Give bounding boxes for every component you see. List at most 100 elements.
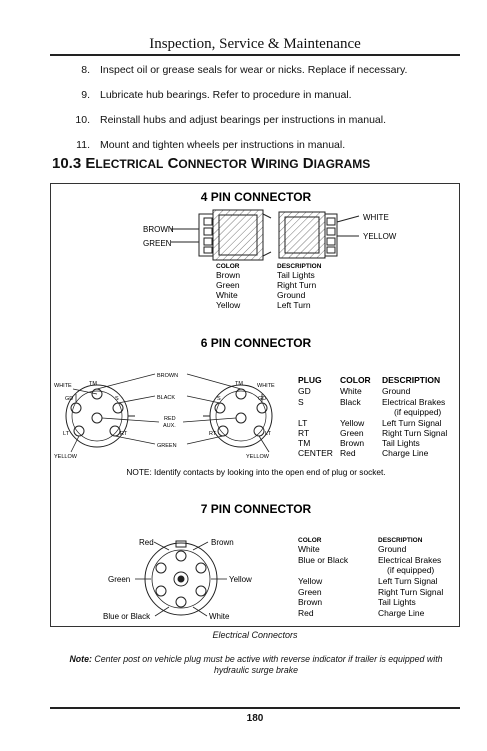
four-pin-row-desc: Right Turn — [277, 280, 316, 290]
section-word-cap: D — [302, 155, 314, 172]
six-pin-row-desc: (if equipped) — [394, 407, 441, 417]
six-pin-lt-left: LT — [63, 431, 70, 437]
six-pin-s-right: S — [217, 396, 221, 402]
seven-pin-row-desc: Left Turn Signal — [378, 576, 438, 586]
four-pin-title: 4 PIN CONNECTOR — [201, 190, 312, 204]
six-pin-aux: AUX. — [163, 423, 176, 429]
six-pin-row-color: Brown — [340, 438, 364, 448]
six-pin-row-plug: TM — [298, 438, 310, 448]
seven-pin-row-desc: Tail Lights — [378, 597, 416, 607]
four-pin-row-color: White — [216, 290, 238, 300]
step-text: Reinstall hubs and adjust bearings per i… — [100, 114, 386, 126]
four-pin-row-color: Yellow — [216, 300, 241, 310]
six-pin-row-plug: RT — [298, 428, 309, 438]
connector-diagrams: 4 PIN CONNECTOR BROWN GREEN WHITE YELLOW… — [54, 190, 447, 621]
six-pin-white-right: WHITE — [257, 383, 275, 389]
seven-pin-plug-drawing — [144, 540, 218, 616]
four-pin-label-green: GREEN — [143, 239, 172, 248]
seven-pin-col-color: COLOR — [298, 537, 322, 544]
wiring-note: Note: Center post on vehicle plug must b… — [52, 654, 460, 676]
list-item: 10. Reinstall hubs and adjust bearings p… — [62, 114, 462, 126]
four-pin-col-color: COLOR — [216, 263, 240, 270]
figure-caption: Electrical Connectors — [212, 630, 298, 640]
section-number: 10.3 — [52, 155, 82, 172]
four-pin-label-yellow: YELLOW — [363, 232, 397, 241]
six-pin-row-desc: Right Turn Signal — [382, 428, 447, 438]
seven-pin-row-desc: (if equipped) — [387, 565, 434, 575]
section-word-rest: ONNECTOR — [178, 157, 247, 171]
six-pin-s-left: S — [115, 396, 119, 402]
six-pin-lt-right: LT — [265, 431, 272, 437]
seven-pin-row-color: Blue or Black — [298, 555, 349, 565]
seven-pin-row-color: Yellow — [298, 576, 323, 586]
seven-pin-row-desc: Charge Line — [378, 608, 425, 618]
four-pin-label-brown: BROWN — [143, 225, 174, 234]
six-pin-gd-right: GD — [258, 396, 266, 402]
step-text: Inspect oil or grease seals for wear or … — [100, 64, 408, 76]
four-pin-row-color: Green — [216, 280, 240, 290]
section-word-rest: IAGRAMS — [313, 157, 371, 171]
seven-pin-green: Green — [108, 575, 130, 584]
six-pin-table: PLUG COLOR DESCRIPTION GD White Ground S… — [298, 375, 447, 458]
seven-pin-yellow: Yellow — [229, 575, 252, 584]
seven-pin-table: COLOR DESCRIPTION White Ground Blue or B… — [298, 537, 443, 618]
six-pin-row-desc: Tail Lights — [382, 438, 420, 448]
six-pin-row-desc: Charge Line — [382, 448, 429, 458]
six-pin-title: 6 PIN CONNECTOR — [201, 336, 312, 350]
six-pin-gd-left: GD — [65, 396, 73, 402]
section-word-cap: W — [251, 155, 266, 172]
six-pin-rt-left: RT — [120, 431, 128, 437]
page-number: 180 — [246, 713, 264, 724]
header-rule — [50, 54, 460, 56]
seven-pin-wires — [135, 541, 227, 617]
seven-pin-row-desc: Electrical Brakes — [378, 555, 441, 565]
section-word-cap: E — [85, 155, 96, 172]
six-pin-row-color: Green — [340, 428, 364, 438]
step-number: 10. — [75, 114, 90, 126]
six-pin-row-color: Yellow — [340, 418, 365, 428]
step-list: 8. Inspect oil or grease seals for wear … — [62, 64, 462, 164]
page-header: Inspection, Service & Maintenance — [149, 36, 361, 52]
six-pin-diagram-labels: WHITE TM GD S LT RT YELLOW BROWN BLACK R… — [54, 373, 275, 460]
section-heading: 10.3 ELECTRICAL CONNECTOR WIRING DIAGRAM… — [52, 155, 370, 172]
seven-pin-red: Red — [139, 538, 154, 547]
seven-pin-diagram-labels: Red Brown Green Yellow Blue or Black Whi… — [103, 538, 252, 621]
six-pin-col-desc: DESCRIPTION — [382, 375, 440, 385]
four-pin-row-desc: Ground — [277, 290, 306, 300]
six-pin-white-left: WHITE — [54, 383, 72, 389]
six-pin-row-plug: LT — [298, 418, 307, 428]
seven-pin-title: 7 PIN CONNECTOR — [201, 502, 312, 516]
six-pin-row-plug: CENTER — [298, 448, 333, 458]
six-pin-row-plug: S — [298, 397, 304, 407]
seven-pin-row-color: Brown — [298, 597, 322, 607]
section-word-cap: C — [167, 155, 179, 172]
six-pin-col-color: COLOR — [340, 375, 371, 385]
seven-pin-row-color: Green — [298, 587, 322, 597]
four-pin-table: COLOR DESCRIPTION Brown Tail Lights Gree… — [216, 263, 322, 310]
four-pin-row-color: Brown — [216, 270, 240, 280]
section-word-rest: IRING — [265, 157, 299, 171]
six-pin-row-color: Red — [340, 448, 356, 458]
list-item: 8. Inspect oil or grease seals for wear … — [62, 64, 462, 76]
four-pin-col-desc: DESCRIPTION — [277, 263, 322, 270]
list-item: 9. Lubricate hub bearings. Refer to proc… — [62, 89, 462, 101]
seven-pin-row-color: Red — [298, 608, 314, 618]
six-pin-yellow-right: YELLOW — [246, 454, 270, 460]
six-pin-row-desc: Electrical Brakes — [382, 397, 445, 407]
four-pin-label-white: WHITE — [363, 213, 389, 222]
step-number: 11. — [76, 139, 90, 151]
six-pin-red: RED — [164, 416, 176, 422]
footer-rule — [50, 707, 460, 709]
six-pin-col-plug: PLUG — [298, 375, 322, 385]
four-pin-row-desc: Tail Lights — [277, 270, 315, 280]
note-label: Note: — [69, 654, 92, 664]
step-number: 9. — [81, 89, 90, 101]
section-word-rest: LECTRICAL — [95, 157, 164, 171]
seven-pin-col-desc: DESCRIPTION — [378, 537, 423, 544]
six-pin-tm-right: TM — [235, 381, 243, 387]
four-pin-connector-drawing — [171, 209, 360, 261]
six-pin-rt-right: RT — [209, 431, 217, 437]
six-pin-row-color: White — [340, 386, 362, 396]
step-text: Lubricate hub bearings. Refer to procedu… — [100, 89, 352, 101]
six-pin-wires — [70, 373, 270, 453]
